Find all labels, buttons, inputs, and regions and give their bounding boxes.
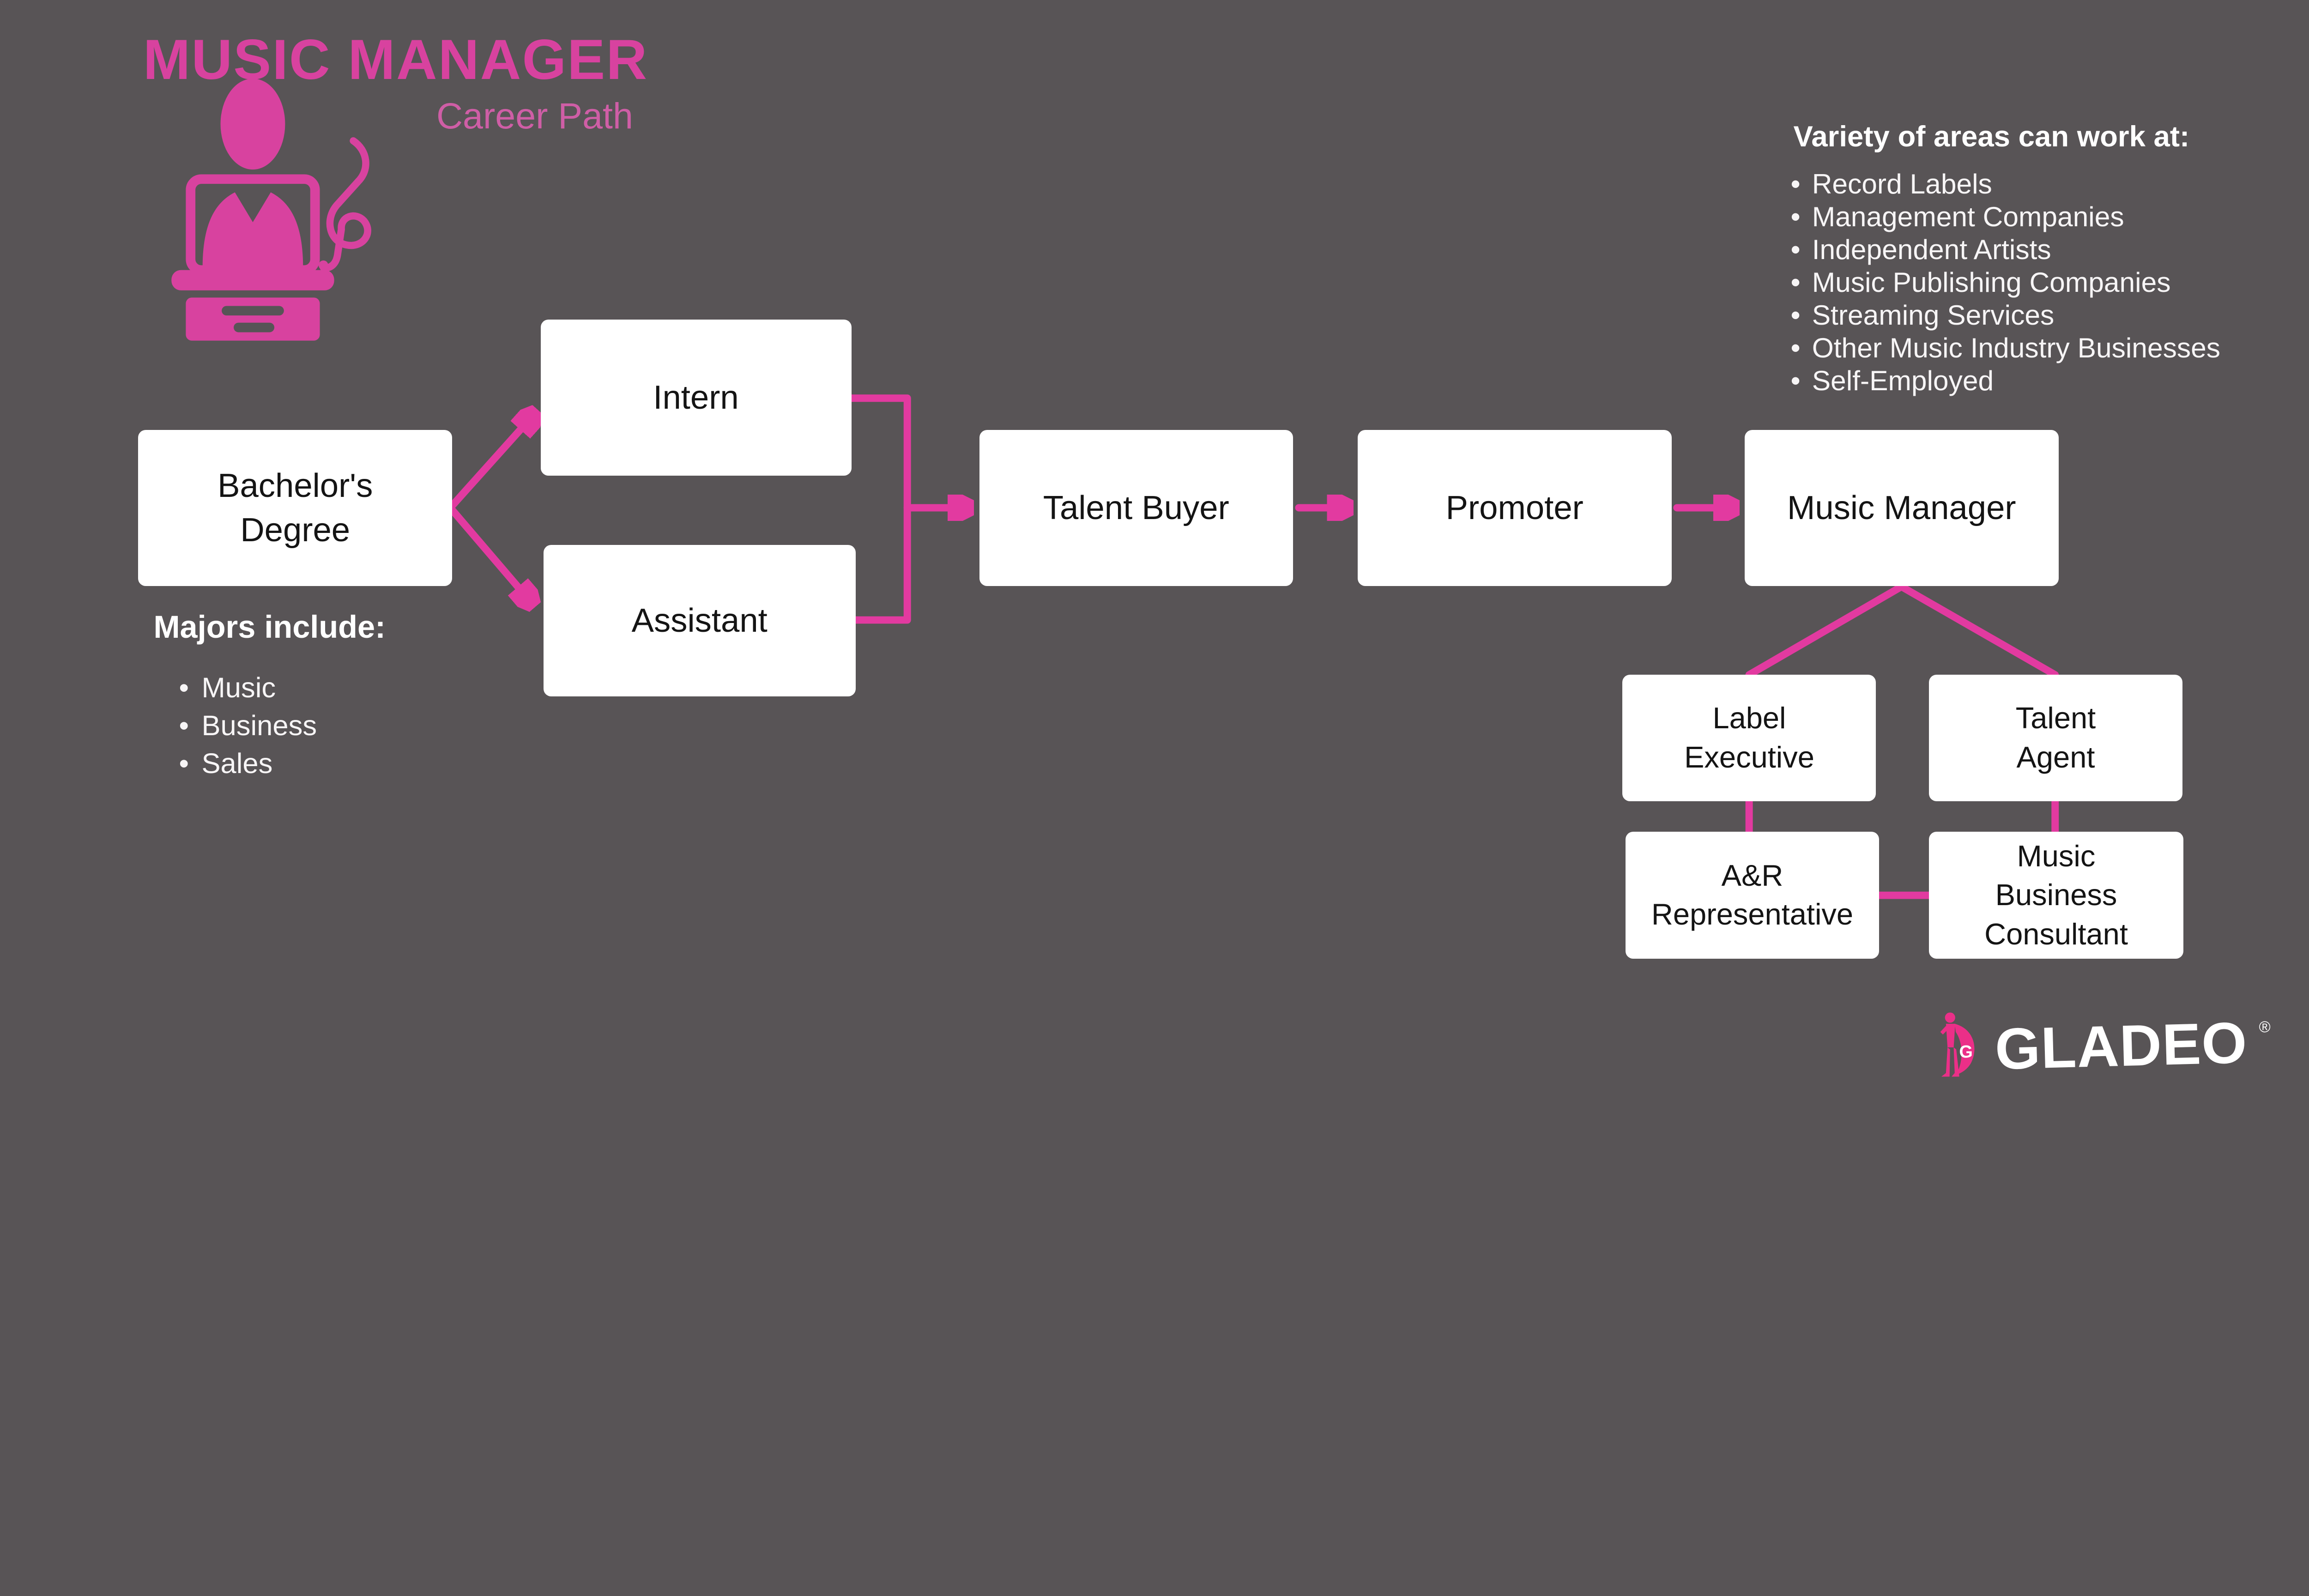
list-item: Record Labels — [1791, 168, 2290, 200]
majors-section: Majors include: Music Business Sales — [154, 609, 386, 783]
list-item: Music — [179, 669, 386, 707]
desk-drawer — [186, 297, 320, 341]
node-promoter: Promoter — [1358, 430, 1672, 586]
node-label: Intern — [653, 379, 739, 417]
person-head — [220, 79, 285, 170]
gladeo-superhero-mascot-icon: G — [1940, 1012, 1975, 1076]
node-music-manager: Music Manager — [1745, 430, 2059, 586]
majors-list: Music Business Sales — [154, 669, 386, 783]
connector-bachelors-to-intern — [447, 417, 532, 512]
connector-bachelors-to-assistant — [447, 504, 529, 600]
node-music-business-consultant: Music Business Consultant — [1929, 832, 2183, 959]
list-item: Business — [179, 707, 386, 745]
node-intern: Intern — [540, 320, 852, 476]
node-assistant: Assistant — [544, 544, 856, 697]
mascot-letter: G — [1959, 1042, 1973, 1062]
music-manager-person-at-desk-icon — [171, 79, 371, 341]
node-label: Talent Buyer — [1043, 489, 1229, 527]
collar-notch — [231, 186, 275, 223]
registered-trademark-symbol: ® — [2259, 1018, 2271, 1036]
page-subtitle: Career Path — [436, 95, 633, 136]
mascot-leg — [1952, 1047, 1959, 1076]
list-item: Music Publishing Companies — [1791, 266, 2290, 299]
node-talent-agent: Talent Agent — [1929, 674, 2182, 801]
connector-intern-assistant-merge — [847, 394, 911, 624]
node-talent-buyer: Talent Buyer — [979, 430, 1293, 586]
node-label: Music Business Consultant — [1984, 839, 2128, 951]
list-item: Independent Artists — [1791, 233, 2290, 266]
connector-music-manager-split — [1745, 583, 2059, 679]
node-label: Promoter — [1445, 489, 1584, 527]
mascot-cape — [1954, 1023, 1975, 1075]
person-body — [202, 186, 303, 268]
list-item: Streaming Services — [1791, 299, 2290, 332]
career-path-infographic: MUSIC MANAGER Career Path Variety of are… — [0, 0, 2309, 1155]
node-label: Talent Agent — [2015, 701, 2096, 774]
list-item: Sales — [179, 745, 386, 783]
work-areas-section: Variety of areas can work at: Record Lab… — [1791, 120, 2290, 397]
desk-bar — [171, 270, 334, 290]
treble-clef-icon — [318, 137, 371, 272]
list-item: Management Companies — [1791, 200, 2290, 233]
node-label: Music Manager — [1787, 489, 2016, 527]
gladeo-logo: G GLADEO ® — [1937, 1010, 2271, 1082]
work-areas-heading: Variety of areas can work at: — [1793, 121, 2190, 153]
drawer-slot — [234, 322, 275, 332]
mascot-leg — [1941, 1047, 1950, 1076]
mascot-head — [1945, 1012, 1955, 1023]
node-label-executive: Label Executive — [1622, 674, 1876, 801]
gladeo-wordmark: GLADEO — [1994, 1010, 2249, 1082]
list-item: Self-Employed — [1791, 364, 2290, 397]
node-label: Bachelor's Degree — [218, 467, 373, 549]
node-label: Assistant — [631, 602, 768, 640]
node-bachelors-degree: Bachelor's Degree — [138, 430, 452, 586]
majors-heading: Majors include: — [153, 609, 386, 645]
drawer-slot — [222, 306, 284, 316]
mascot-body — [1946, 1023, 1955, 1047]
list-item: Other Music Industry Businesses — [1791, 332, 2290, 364]
node-label: A&R Representative — [1651, 858, 1854, 931]
node-label: Label Executive — [1684, 701, 1814, 774]
node-ar-representative: A&R Representative — [1626, 832, 1879, 959]
work-areas-list: Record Labels Management Companies Indep… — [1791, 168, 2290, 397]
page-title: MUSIC MANAGER — [143, 27, 648, 91]
mascot-arm — [1940, 1025, 1948, 1034]
